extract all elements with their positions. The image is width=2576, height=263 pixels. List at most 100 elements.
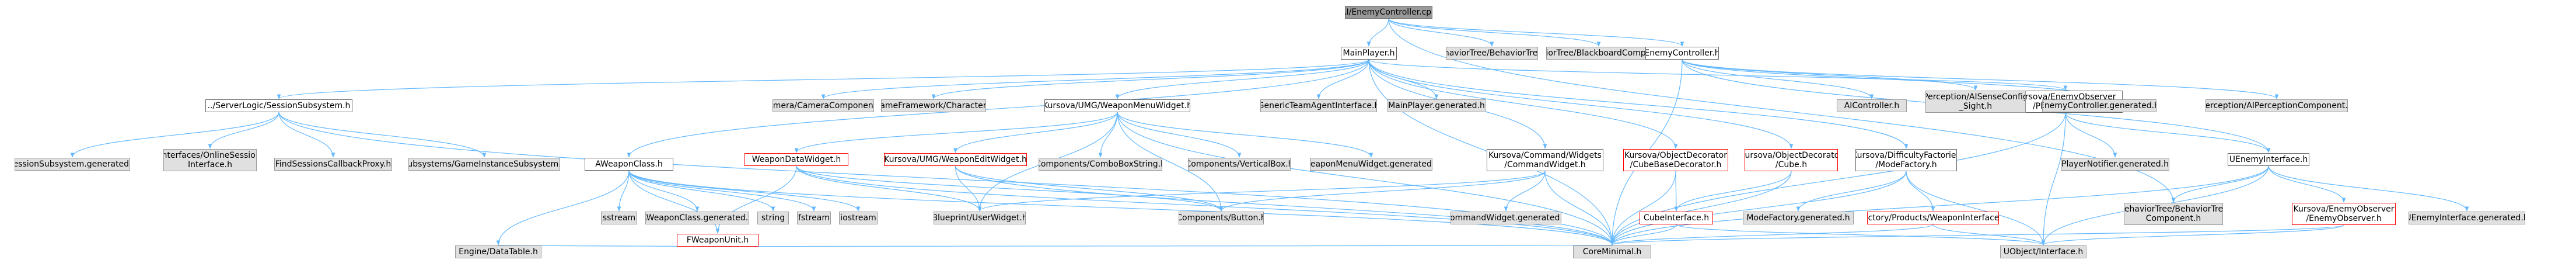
edge-awc-to-edt	[496, 170, 630, 245]
node-aicontroller-h: AIController.h	[1837, 99, 1907, 112]
edge-wmw-to-wdw	[794, 112, 1118, 153]
edge-ec-to-aisc	[1682, 59, 1978, 91]
edge-root-to-mp	[1366, 18, 1389, 47]
edge-cbd-to-cmin	[1610, 171, 1676, 245]
node-mainplayer-h[interactable]: MainPlayer.h	[1341, 47, 1397, 60]
node-engine-datatable-h: Engine/DataTable.h	[455, 245, 541, 258]
edge-wmw-to-wmwg	[1117, 112, 1373, 158]
edge-sls-to-fsc	[278, 112, 335, 158]
node-serverlogic-sessionsubsystem-h[interactable]: ../ServerLogic/SessionSubsystem.h	[205, 99, 352, 112]
edge-mp-to-wmw	[1115, 59, 1369, 99]
edge-eeo-to-uoi	[2041, 224, 2344, 245]
edge-sls-to-ssg	[70, 112, 279, 158]
edge-cubei-to-uoi	[1676, 224, 2046, 245]
edge-sls-to-cmin	[278, 112, 1614, 245]
node-sessionsubsystem-generated-h: SessionSubsystem.generated.h	[15, 158, 130, 171]
edge-mp-to-gfc	[931, 59, 1369, 99]
node-components-verticalbox-h: Components/VerticalBox.h	[1188, 158, 1291, 171]
edge-wmw-to-cbtn	[1117, 112, 1224, 212]
node-behaviortree-blackboardcomponent-h: BehaviorTree/BlackboardComponent.h	[1546, 47, 1651, 60]
edge-eo-to-uei	[2065, 112, 2271, 153]
node-kursova-difficultyfactories-modefactory-h[interactable]: Kursova/DifficultyFactories /ModeFactory…	[1855, 149, 1957, 171]
edge-root-to-bt	[1388, 18, 1494, 47]
edge-uei-to-eeo	[2268, 165, 2346, 203]
edge-ccw-to-buw	[977, 171, 1546, 212]
edge-cube-to-cmin	[1610, 171, 1792, 245]
edge-root-to-btbb	[1388, 18, 1601, 47]
node-behaviortree-behaviortree-h: BehaviorTree/BehaviorTree.h	[1446, 47, 1538, 60]
edge-mp-to-mf	[1368, 59, 1909, 149]
edge-eo-to-cmin	[1610, 112, 2066, 245]
edge-wmw-to-cmin	[1117, 112, 1614, 245]
edge-root-to-ec	[1388, 18, 1684, 47]
node-playernotifier-generated-h: PlayerNotifier.generated.h	[2061, 158, 2169, 171]
node-findsessionscallbackproxy-h: FindSessionsCallbackProxy.h	[274, 158, 392, 171]
edge-fwu-to-cmin	[717, 244, 1613, 250]
edge-wdw-to-buw	[796, 165, 982, 212]
edge-awc-to-awcg	[628, 170, 700, 212]
node-weapondatawidget-h[interactable]: WeaponDataWidget.h	[745, 153, 848, 166]
edge-ccw-to-cwg	[1504, 171, 1546, 212]
node-aweaponclass-generated-h: AWeaponClass.generated.h	[645, 212, 749, 224]
node-string: string	[757, 212, 789, 224]
edge-mp-to-gti	[1316, 59, 1369, 99]
edge-ec-to-aic	[1682, 59, 1874, 99]
edge-wdw-to-cbtn	[796, 165, 1224, 212]
edge-wew-to-cmin	[955, 165, 1614, 245]
edge-wew-to-cbtn	[955, 165, 1224, 212]
edge-fpwi-to-cmin	[1610, 224, 1934, 245]
edge-awc-to-fstream	[628, 170, 816, 212]
node-perception-aisenseconfig-sight-h: Perception/AISenseConfig _Sight.h	[1925, 91, 2026, 113]
edge-mf-to-cmin	[1610, 171, 1907, 245]
node-commandwidget-generated-h: CommandWidget.generated.h	[1450, 212, 1561, 224]
node-subsystems-gameinstancesubsystem-h: Subsystems/GameInstanceSubsystem.h	[408, 158, 560, 171]
node-coreminimal-h: CoreMinimal.h	[1573, 245, 1651, 258]
node-cubeinterface-h[interactable]: CubeInterface.h	[1640, 212, 1713, 224]
edge-uei-to-cmin	[1610, 165, 2269, 245]
node-ai-enemycontroller-cpp[interactable]: AI/EnemyController.cpp	[1345, 6, 1432, 19]
edge-mf-to-fpwi	[1906, 171, 1935, 212]
node-kursova-umg-weaponmenuwidget-h[interactable]: Kursova/UMG/WeaponMenuWidget.h	[1044, 99, 1190, 112]
node-sstream: sstream	[601, 212, 637, 224]
edge-mp-to-sls	[277, 59, 1369, 99]
edge-mf-to-uoi	[1906, 171, 2046, 245]
edge-uei-to-ueig	[2268, 165, 2469, 212]
node-factory-products-weaponinterface-h[interactable]: Factory/Products/WeaponInterface.h	[1867, 212, 1999, 224]
node-kursova-command-widgets-commandwidget-h[interactable]: Kursova/Command/Widgets /CommandWidget.h	[1487, 149, 1603, 171]
edge-mp-to-cbd	[1368, 59, 1678, 149]
edge-eeo-to-cmin	[1610, 224, 2344, 245]
node-kursova-objectdecorator-cube-h[interactable]: Kursova/ObjectDecorator /Cube.h	[1745, 149, 1838, 171]
node-uenemyinterface-generated-h: UEnemyInterface.generated.h	[2409, 212, 2525, 224]
edge-ec-to-aipc	[1682, 59, 2279, 99]
node-blueprint-userwidget-h: Blueprint/UserWidget.h	[934, 212, 1026, 224]
node-uenemyinterface-h[interactable]: UEnemyInterface.h	[2228, 153, 2309, 166]
node-behaviortree-behaviortree-component-h: BehaviorTree/BehaviorTree Component.h	[2124, 203, 2223, 225]
node-components-comboboxstring-h: Components/ComboBoxString.h	[1039, 158, 1162, 171]
node-gameframework-character-h: GameFramework/Character.h	[881, 99, 986, 112]
edge-eo-to-pnrg	[2065, 112, 2117, 158]
node-mainplayer-generated-h: MainPlayer.generated.h	[1387, 99, 1486, 112]
node-iostream: iostream	[839, 212, 878, 224]
edge-sls-to-ios	[208, 112, 279, 149]
edge-awc-to-iostream	[628, 170, 861, 212]
node-kursova-umg-weaponeditwidget-h[interactable]: Kursova/UMG/WeaponEditWidget.h	[884, 153, 1027, 166]
node-components-button-h: Components/Button.h	[1179, 212, 1264, 224]
node-aweaponclass-h[interactable]: AWeaponClass.h	[585, 158, 673, 171]
edge-eo-to-uoi	[2041, 112, 2066, 245]
edge-awc-to-string	[628, 170, 775, 212]
node-fweaponunit-h[interactable]: FWeaponUnit.h	[677, 234, 759, 247]
edge-mp-to-awc	[627, 59, 1369, 158]
edge-awc-to-cmin	[628, 170, 1614, 245]
node-kursova-enemyobserver-enemyobserver-h[interactable]: Kursova/EnemyObserver /EnemyObserver.h	[2292, 203, 2396, 225]
edge-ccw-to-cbtn	[1219, 171, 1546, 212]
node-enemycontroller-h[interactable]: EnemyController.h	[1645, 47, 1719, 60]
node-enemycontroller-generated-h: EnemyController.generated.h	[2042, 99, 2156, 112]
edge-sls-to-sgs	[278, 112, 487, 158]
edge-mf-to-mfg	[1796, 171, 1907, 212]
node-perception-aiperceptioncomponent-h: Perception/AIPerceptionComponent.h	[2205, 99, 2348, 112]
node-kursova-objectdecorator-cubebasedecorator-h[interactable]: Kursova/ObjectDecorator /CubeBaseDecorat…	[1623, 149, 1728, 171]
node-genericteamagentinterface-h: GenericTeamAgentInterface.h	[1260, 99, 1377, 112]
edge-mp-to-cam	[821, 59, 1369, 99]
edge-cubei-to-cmin	[1610, 224, 1677, 245]
